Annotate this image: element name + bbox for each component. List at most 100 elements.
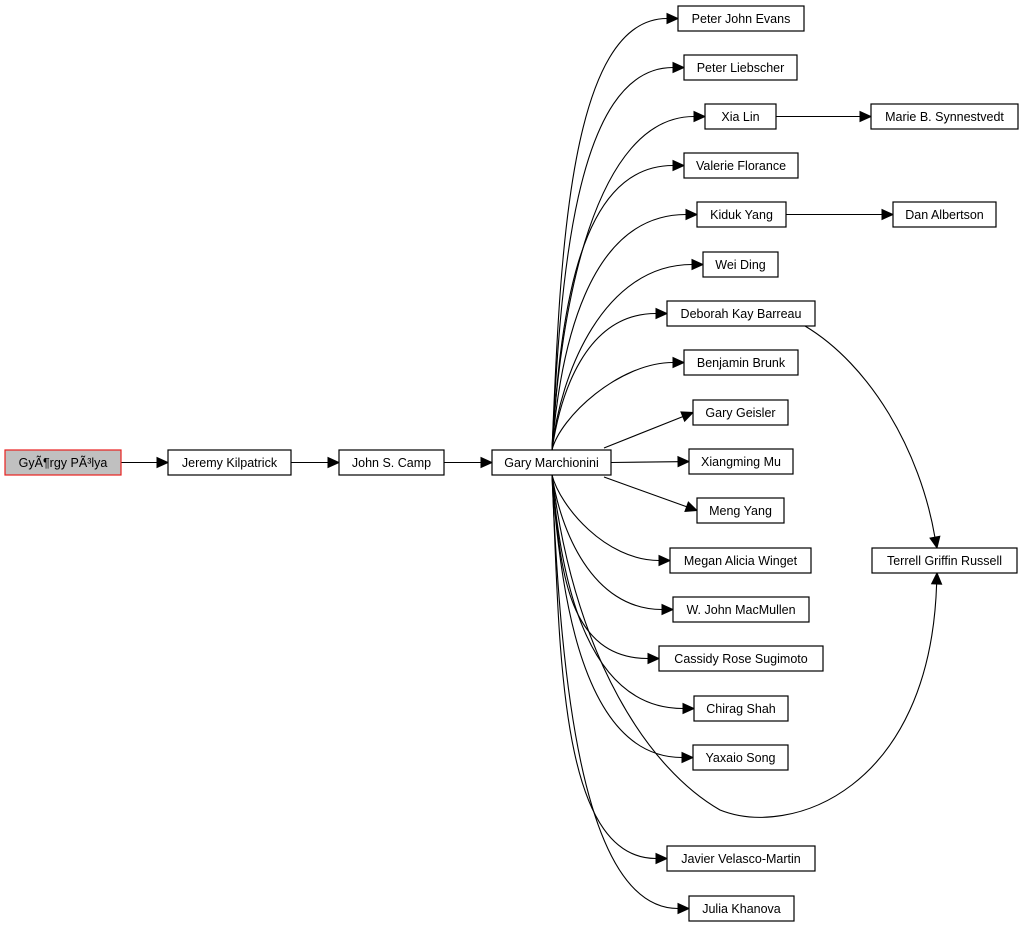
- edge-marchionini-to-liebscher: [551, 61, 686, 451]
- node-khanova-box: [688, 895, 795, 922]
- node-russell-box: [871, 547, 1018, 574]
- edge-marchionini-to-evans-line: [551, 17, 668, 451]
- edge-marchionini-to-khanova-line: [551, 474, 679, 910]
- node-sugimoto[interactable]: Cassidy Rose Sugimoto: [658, 645, 824, 672]
- node-liebscher[interactable]: Peter Liebscher: [683, 54, 798, 81]
- node-russell-label: Terrell Griffin Russell: [887, 554, 1002, 568]
- edge-marchionini-to-florance-line: [551, 164, 674, 451]
- edge-marchionini-to-macmullen: [551, 474, 675, 616]
- edge-marchionini-to-khanova-arrowhead: [677, 902, 691, 915]
- node-albertson[interactable]: Dan Albertson: [892, 201, 997, 228]
- node-russell[interactable]: Terrell Griffin Russell: [871, 547, 1018, 574]
- edge-marchionini-to-song-line: [551, 474, 683, 759]
- edges-layer: [121, 12, 943, 915]
- edge-barreau-to-russell-arrowhead: [929, 535, 941, 550]
- edge-marchionini-to-geisler: [603, 411, 695, 449]
- node-song-box: [692, 744, 789, 771]
- node-xialin[interactable]: Xia Lin: [704, 103, 777, 130]
- node-barreau-label: Deborah Kay Barreau: [681, 307, 802, 321]
- node-sugimoto-box: [658, 645, 824, 672]
- node-camp[interactable]: John S. Camp: [338, 449, 445, 476]
- node-mu-label: Xiangming Mu: [701, 455, 781, 469]
- node-gyorgy[interactable]: GyÃ¶rgy PÃ³lya: [4, 449, 122, 476]
- node-weiding-box: [702, 251, 779, 278]
- edge-marchionini-to-evans: [551, 12, 680, 451]
- edge-marchionini-to-khanova: [551, 474, 691, 915]
- edge-marchionini-to-barreau: [551, 307, 669, 451]
- edge-marchionini-to-russell-arrowhead: [930, 571, 943, 585]
- node-winget[interactable]: Megan Alicia Winget: [669, 547, 812, 574]
- edge-barreau-to-russell: [804, 325, 941, 550]
- node-mu[interactable]: Xiangming Mu: [688, 448, 794, 475]
- edge-marchionini-to-song: [551, 474, 695, 764]
- node-evans-box: [677, 5, 805, 32]
- node-evans[interactable]: Peter John Evans: [677, 5, 805, 32]
- node-brunk-label: Benjamin Brunk: [697, 356, 786, 370]
- node-camp-label: John S. Camp: [352, 456, 431, 470]
- edge-marchionini-to-song-arrowhead: [681, 751, 695, 764]
- node-macmullen[interactable]: W. John MacMullen: [672, 596, 810, 623]
- edge-kiduk-to-albertson-arrowhead: [881, 208, 895, 221]
- node-camp-box: [338, 449, 445, 476]
- edge-camp-to-marchionini: [444, 456, 494, 469]
- node-gyorgy-label: GyÃ¶rgy PÃ³lya: [19, 456, 108, 470]
- node-barreau-box: [666, 300, 816, 327]
- node-florance-label: Valerie Florance: [696, 159, 786, 173]
- node-brunk[interactable]: Benjamin Brunk: [683, 349, 799, 376]
- edge-marchionini-to-sugimoto: [551, 474, 661, 665]
- node-winget-label: Megan Alicia Winget: [684, 554, 798, 568]
- edge-marchionini-to-geisler-line: [603, 416, 683, 449]
- node-xialin-label: Xia Lin: [721, 110, 759, 124]
- edge-marchionini-to-russell-line: [551, 474, 938, 818]
- node-song-label: Yaxaio Song: [706, 751, 776, 765]
- node-song[interactable]: Yaxaio Song: [692, 744, 789, 771]
- edge-barreau-to-russell-line: [804, 325, 936, 538]
- node-brunk-box: [683, 349, 799, 376]
- node-florance-box: [683, 152, 799, 179]
- node-shah[interactable]: Chirag Shah: [693, 695, 789, 722]
- node-marchionini[interactable]: Gary Marchionini: [491, 449, 612, 476]
- edge-marchionini-to-mu-arrowhead: [677, 455, 691, 468]
- edge-marchionini-to-xialin: [551, 110, 707, 451]
- node-xialin-box: [704, 103, 777, 130]
- edge-marchionini-to-weiding-arrowhead: [691, 258, 705, 271]
- node-evans-label: Peter John Evans: [692, 12, 791, 26]
- edge-marchionini-to-florance-arrowhead: [672, 159, 686, 172]
- node-mengyang-box: [696, 497, 785, 524]
- edge-marchionini-to-winget-line: [551, 474, 660, 562]
- edge-marchionini-to-shah-arrowhead: [682, 702, 696, 715]
- edge-marchionini-to-russell: [551, 474, 943, 818]
- node-liebscher-box: [683, 54, 798, 81]
- edge-kilpatrick-to-camp: [291, 456, 341, 469]
- node-kiduk[interactable]: Kiduk Yang: [696, 201, 787, 228]
- node-marchionini-label: Gary Marchionini: [504, 456, 598, 470]
- edge-marchionini-to-winget-arrowhead: [658, 554, 672, 567]
- node-marchionini-box: [491, 449, 612, 476]
- edge-gyorgy-to-kilpatrick: [121, 456, 170, 469]
- node-kilpatrick[interactable]: Jeremy Kilpatrick: [167, 449, 292, 476]
- edge-marchionini-to-florance: [551, 159, 686, 451]
- edge-marchionini-to-kiduk-line: [551, 213, 687, 451]
- node-mengyang[interactable]: Meng Yang: [696, 497, 785, 524]
- edge-marchionini-to-weiding: [551, 258, 705, 451]
- node-weiding[interactable]: Wei Ding: [702, 251, 779, 278]
- edge-kilpatrick-to-camp-arrowhead: [327, 456, 341, 469]
- node-synnestvedt-box: [870, 103, 1019, 130]
- edge-xialin-to-synnestvedt: [776, 110, 873, 123]
- node-velasco[interactable]: Javier Velasco-Martin: [666, 845, 816, 872]
- node-sugimoto-label: Cassidy Rose Sugimoto: [674, 652, 807, 666]
- node-kiduk-label: Kiduk Yang: [710, 208, 773, 222]
- node-synnestvedt[interactable]: Marie B. Synnestvedt: [870, 103, 1019, 130]
- edge-marchionini-to-shah: [551, 474, 696, 715]
- node-florance[interactable]: Valerie Florance: [683, 152, 799, 179]
- edge-marchionini-to-evans-arrowhead: [666, 12, 680, 25]
- edge-marchionini-to-velasco-arrowhead: [655, 852, 669, 865]
- node-barreau[interactable]: Deborah Kay Barreau: [666, 300, 816, 327]
- node-khanova[interactable]: Julia Khanova: [688, 895, 795, 922]
- edge-marchionini-to-mu-line: [610, 461, 679, 464]
- node-geisler[interactable]: Gary Geisler: [692, 399, 789, 426]
- edge-marchionini-to-brunk-line: [551, 361, 674, 451]
- edge-marchionini-to-geisler-arrowhead: [680, 411, 695, 423]
- edge-marchionini-to-brunk-arrowhead: [672, 356, 686, 369]
- node-velasco-box: [666, 845, 816, 872]
